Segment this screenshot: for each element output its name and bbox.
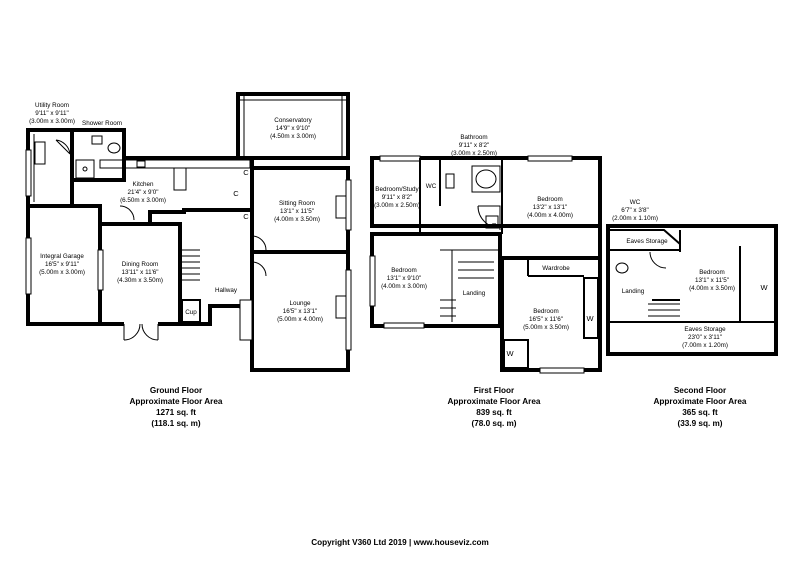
kitchen-name: Kitchen xyxy=(132,181,154,188)
first-floor-sqm: (78.0 sq. m) xyxy=(471,419,516,428)
wardrobe-mark: W xyxy=(760,283,768,292)
wc-dims: 6'7" x 3'8" xyxy=(621,207,649,214)
landing-name: Landing xyxy=(463,290,486,297)
landing-name: Landing xyxy=(622,288,645,295)
ground-floor-area-label: Approximate Floor Area xyxy=(130,397,223,406)
wc-name: WC xyxy=(630,199,641,206)
first-floor-sqft: 839 sq. ft xyxy=(476,408,512,417)
eaves-storage-name: Eaves Storage xyxy=(626,238,668,245)
bedroom-metric: (4.00m x 3.00m) xyxy=(381,283,427,290)
conservatory-name: Conservatory xyxy=(274,117,312,124)
utility-room-metric: (3.00m x 3.00m) xyxy=(29,118,75,125)
wc-metric: (2.00m x 1.10m) xyxy=(612,215,658,222)
utility-room-dims: 9'11" x 9'11" xyxy=(35,110,69,117)
shower-mark: S xyxy=(491,221,496,230)
integral-garage-name: Integral Garage xyxy=(40,253,84,260)
bedroom-metric: (4.00m x 4.00m) xyxy=(527,212,573,219)
wc-name: WC xyxy=(426,183,437,190)
second-floor-title: Second Floor xyxy=(674,386,727,395)
second-floor-sqm: (33.9 sq. m) xyxy=(677,419,722,428)
bedroom-metric: (4.00m x 3.50m) xyxy=(689,285,735,292)
wardrobe-mark: W xyxy=(506,349,514,358)
sitting-room-metric: (4.00m x 3.50m) xyxy=(274,216,320,223)
second-floor-area-label: Approximate Floor Area xyxy=(654,397,747,406)
cupboard-name: Cup xyxy=(185,309,197,316)
bedroom-study-dims: 9'11" x 8'2" xyxy=(382,194,413,201)
bedroom-study-name: Bedroom/Study xyxy=(375,186,419,193)
bedroom-dims: 13'2" x 13'1" xyxy=(533,204,568,211)
wardrobe-name: Wardrobe xyxy=(542,265,570,272)
cupboard-mark: C xyxy=(243,168,249,177)
cupboard-mark: C xyxy=(233,189,239,198)
integral-garage-dims: 16'5" x 9'11" xyxy=(45,261,79,268)
conservatory-metric: (4.50m x 3.00m) xyxy=(270,133,316,140)
bedroom-metric: (5.00m x 3.50m) xyxy=(523,324,569,331)
ground-floor-sqm: (118.1 sq. m) xyxy=(151,419,200,428)
bathroom-metric: (3.00m x 2.50m) xyxy=(451,150,497,157)
bathroom-name: Bathroom xyxy=(460,134,487,141)
conservatory-dims: 14'9" x 9'10" xyxy=(276,125,311,132)
hallway-name: Hallway xyxy=(215,287,238,294)
lounge-dims: 16'5" x 13'1" xyxy=(283,308,318,315)
sitting-room-dims: 13'1" x 11'5" xyxy=(280,208,314,215)
first-floor-plan: S W W xyxy=(369,155,602,374)
shower-room-name: Shower Room xyxy=(82,120,122,127)
bedroom-name: Bedroom xyxy=(537,196,563,203)
dining-room-dims: 13'11" x 11'6" xyxy=(121,269,158,276)
ground-floor-sqft: 1271 sq. ft xyxy=(156,408,196,417)
sitting-room-name: Sitting Room xyxy=(279,200,315,207)
first-floor-title: First Floor xyxy=(474,386,515,395)
eaves-storage-dims: 23'0" x 3'11" xyxy=(688,334,722,341)
utility-room-name: Utility Room xyxy=(35,102,69,109)
bedroom-name: Bedroom xyxy=(699,269,725,276)
bedroom-study-metric: (3.00m x 2.50m) xyxy=(374,202,420,209)
bedroom-name: Bedroom xyxy=(391,267,417,274)
eaves-storage-metric: (7.00m x 1.20m) xyxy=(682,342,728,349)
second-floor-plan: W xyxy=(606,224,778,356)
lounge-metric: (5.00m x 4.00m) xyxy=(277,316,323,323)
dining-room-metric: (4.30m x 3.50m) xyxy=(117,277,163,284)
bedroom-dims: 16'5" x 11'6" xyxy=(529,316,563,323)
copyright-line: Copyright V360 Ltd 2019 | www.houseviz.c… xyxy=(311,538,489,547)
cupboard-mark: C xyxy=(243,212,249,221)
ground-floor-plan: C C C xyxy=(25,92,352,372)
bedroom-dims: 13'1" x 11'5" xyxy=(695,277,729,284)
integral-garage-metric: (5.00m x 3.00m) xyxy=(39,269,85,276)
bedroom-name: Bedroom xyxy=(533,308,559,315)
bedroom-dims: 13'1" x 9'10" xyxy=(387,275,422,282)
second-floor-sqft: 365 sq. ft xyxy=(682,408,718,417)
dining-room-name: Dining Room xyxy=(122,261,158,268)
ground-floor-title: Ground Floor xyxy=(150,386,203,395)
eaves-storage-name: Eaves Storage xyxy=(684,326,726,333)
first-floor-area-label: Approximate Floor Area xyxy=(448,397,541,406)
bathroom-dims: 9'11" x 8'2" xyxy=(459,142,490,149)
wardrobe-mark: W xyxy=(586,314,594,323)
lounge-name: Lounge xyxy=(289,300,311,307)
kitchen-dims: 21'4" x 9'0" xyxy=(127,189,158,196)
kitchen-metric: (6.50m x 3.00m) xyxy=(120,197,166,204)
